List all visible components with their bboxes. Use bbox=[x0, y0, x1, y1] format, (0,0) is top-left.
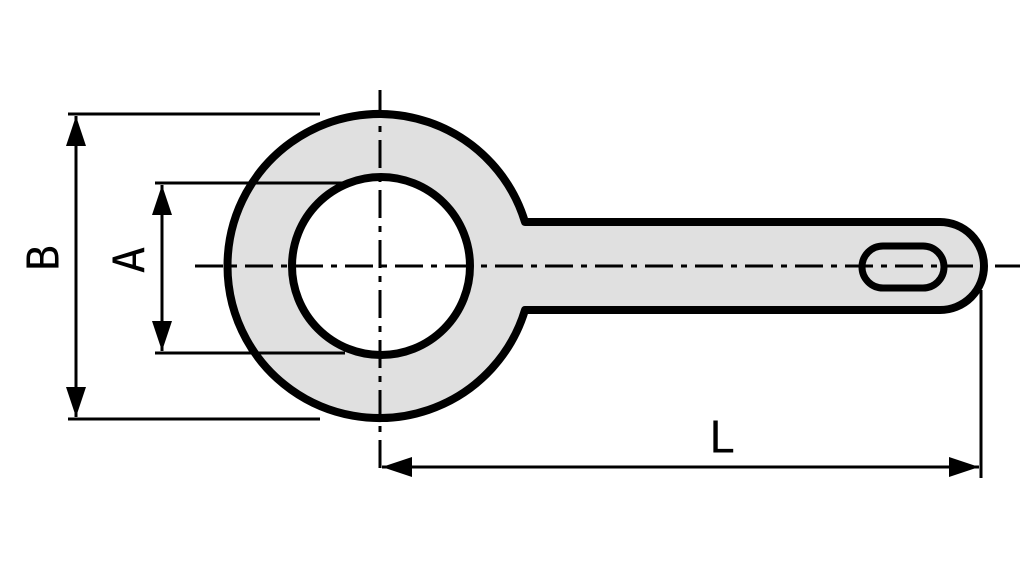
label-a: A bbox=[105, 247, 156, 274]
label-b: B bbox=[19, 245, 70, 272]
label-l: L bbox=[709, 413, 736, 464]
